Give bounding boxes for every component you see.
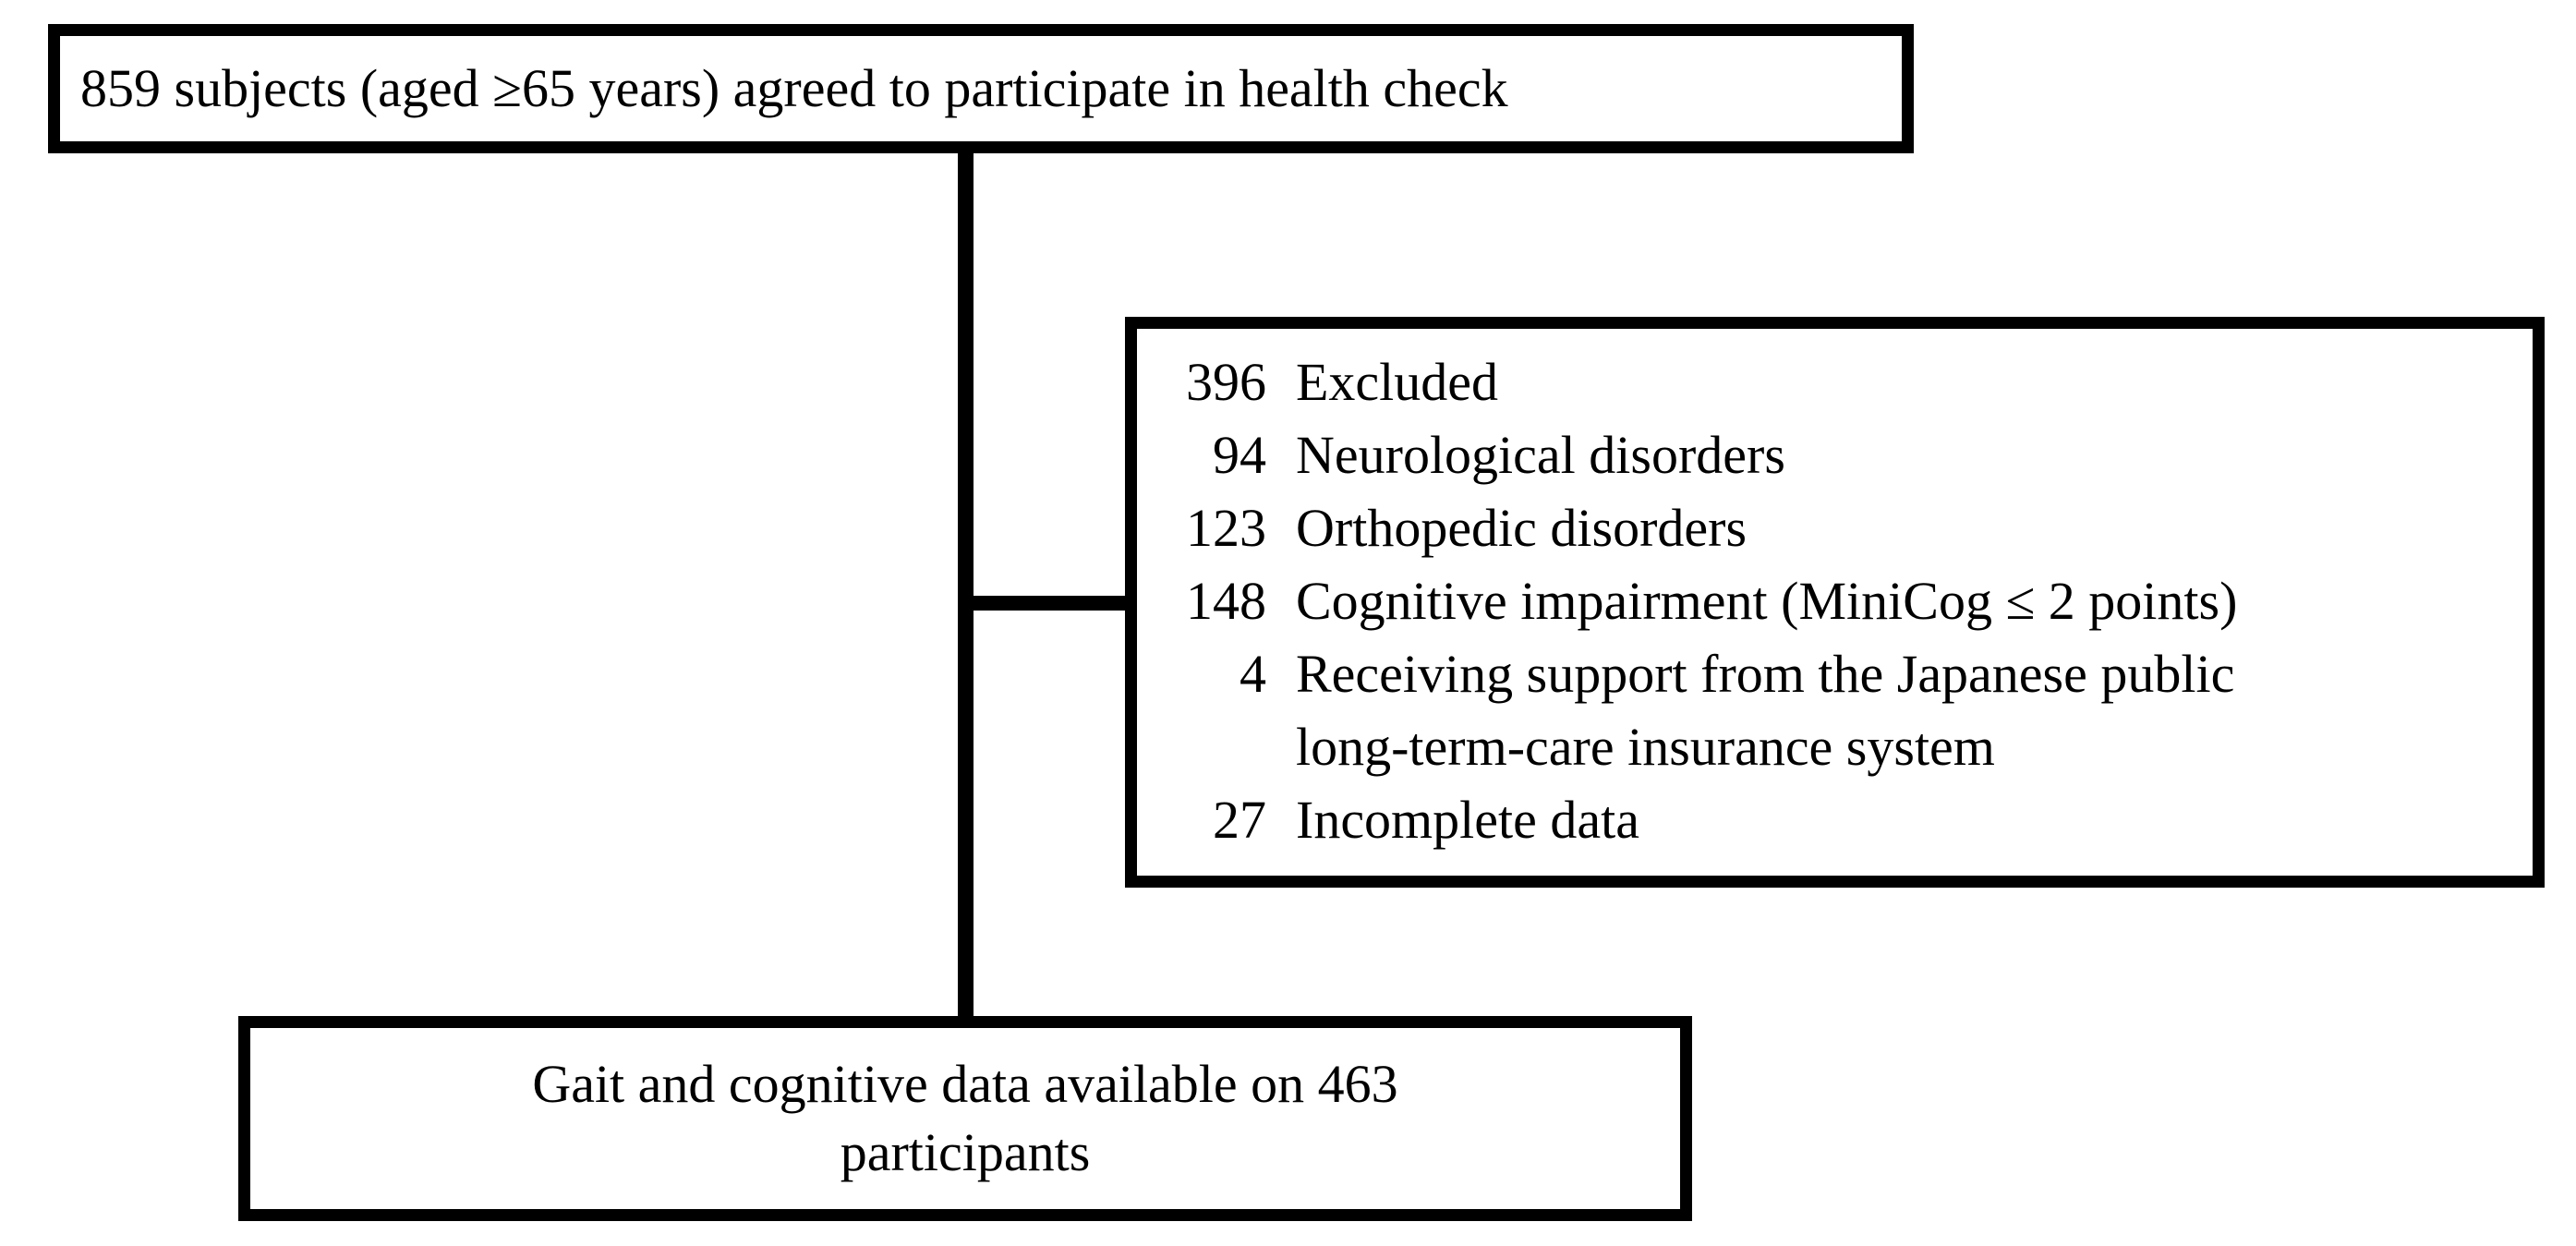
- excluded-count: 94: [1213, 425, 1266, 485]
- connector-vertical-trunk: [958, 148, 974, 1021]
- list-item: 27 Incomplete data: [1157, 783, 2533, 856]
- excluded-count: 396: [1186, 352, 1266, 412]
- excluded-count: 27: [1213, 790, 1266, 850]
- excluded-count: 148: [1186, 571, 1266, 631]
- final-sample-line1: Gait and cognitive data available on 463: [532, 1053, 1398, 1114]
- excluded-count: 123: [1186, 498, 1266, 558]
- excluded-label: Neurological disorders: [1296, 425, 1785, 485]
- connector-branch-to-excluded: [958, 596, 1139, 611]
- final-sample-box: Gait and cognitive data available on 463…: [238, 1016, 1692, 1221]
- excluded-label: Incomplete data: [1296, 790, 1639, 850]
- list-item: 148 Cognitive impairment (MiniCog ≤ 2 po…: [1157, 564, 2533, 637]
- excluded-list: 396 Excluded 94 Neurological disorders 1…: [1157, 345, 2533, 856]
- list-item-continuation: long-term-care insurance system: [1157, 710, 2533, 783]
- list-item: 123 Orthopedic disorders: [1157, 491, 2533, 564]
- excluded-label: Orthopedic disorders: [1296, 498, 1748, 558]
- list-item: 4 Receiving support from the Japanese pu…: [1157, 637, 2533, 710]
- excluded-label: long-term-care insurance system: [1296, 717, 1995, 777]
- list-item: 396 Excluded: [1157, 345, 2533, 418]
- enrolled-box-text: 859 subjects (aged ≥65 years) agreed to …: [80, 57, 1508, 118]
- final-sample-line2: participants: [840, 1122, 1091, 1182]
- excluded-label: Excluded: [1296, 352, 1499, 412]
- excluded-label: Cognitive impairment (MiniCog ≤ 2 points…: [1296, 571, 2238, 631]
- excluded-label: Receiving support from the Japanese publ…: [1296, 644, 2235, 704]
- excluded-box: 396 Excluded 94 Neurological disorders 1…: [1125, 317, 2545, 888]
- excluded-count: 4: [1240, 644, 1266, 704]
- enrolled-box: 859 subjects (aged ≥65 years) agreed to …: [48, 24, 1914, 153]
- final-sample-text: Gait and cognitive data available on 463…: [504, 1050, 1425, 1187]
- list-item: 94 Neurological disorders: [1157, 418, 2533, 491]
